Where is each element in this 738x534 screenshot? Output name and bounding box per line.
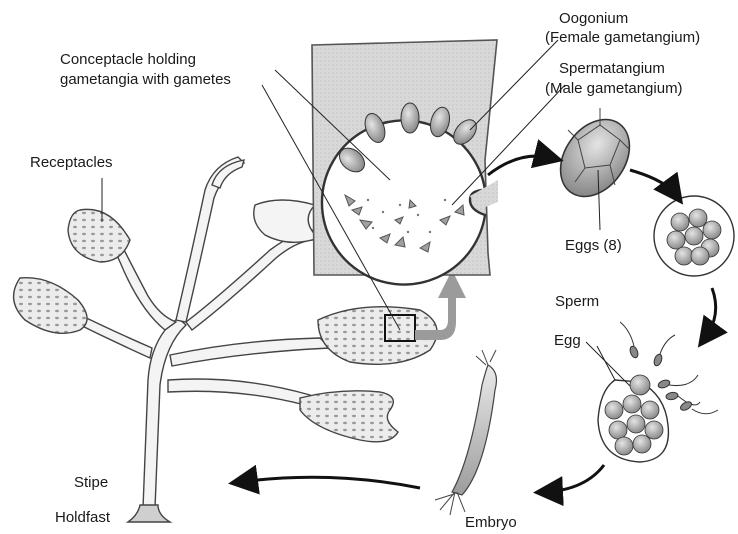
conceptacle-inset bbox=[312, 40, 498, 284]
receptacle-upper-right bbox=[254, 200, 318, 242]
oogonium-enlarged bbox=[546, 106, 643, 209]
label-receptacles: Receptacles bbox=[30, 154, 113, 171]
label-holdfast: Holdfast bbox=[55, 509, 111, 526]
label-conceptacle-2: gametangia with gametes bbox=[60, 71, 231, 88]
label-oogonium: Oogonium bbox=[559, 10, 628, 27]
receptacle-upper-left bbox=[68, 209, 130, 262]
eggs-released bbox=[654, 196, 734, 276]
label-sperm: Sperm bbox=[555, 293, 599, 310]
holdfast-shape bbox=[128, 505, 170, 522]
label-spermatangium: Spermatangium bbox=[559, 60, 665, 77]
label-oogonium-sub: (Female gametangium) bbox=[545, 29, 700, 46]
embryo-shape bbox=[435, 350, 496, 515]
label-eggs8: Eggs (8) bbox=[565, 237, 622, 254]
label-embryo: Embryo bbox=[465, 514, 517, 531]
label-spermatangium-sub: (Male gametangium) bbox=[545, 80, 683, 97]
label-egg: Egg bbox=[554, 332, 581, 349]
receptacle-left bbox=[14, 278, 87, 334]
receptacle-lower-right bbox=[300, 391, 398, 442]
fertilization-stage bbox=[598, 322, 718, 462]
label-stipe: Stipe bbox=[74, 474, 108, 491]
label-conceptacle-1: Conceptacle holding bbox=[60, 51, 196, 68]
